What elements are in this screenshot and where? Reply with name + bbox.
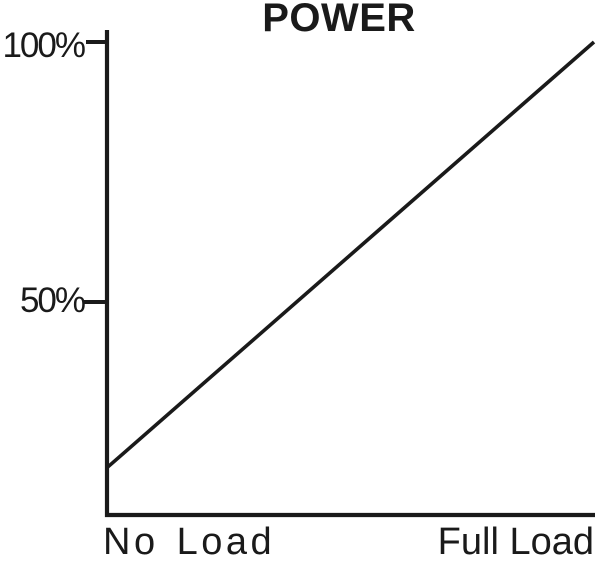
y-axis-label-50: 50%: [19, 281, 86, 320]
chart-title: POWER: [262, 0, 416, 40]
power-line: [105, 40, 596, 470]
axes-line: [104, 30, 595, 518]
y-axis-label-100: 100%: [2, 26, 86, 65]
x-axis-label-full-load: Full Load: [437, 521, 594, 563]
x-axis-label-no-load: No Load: [103, 521, 276, 563]
